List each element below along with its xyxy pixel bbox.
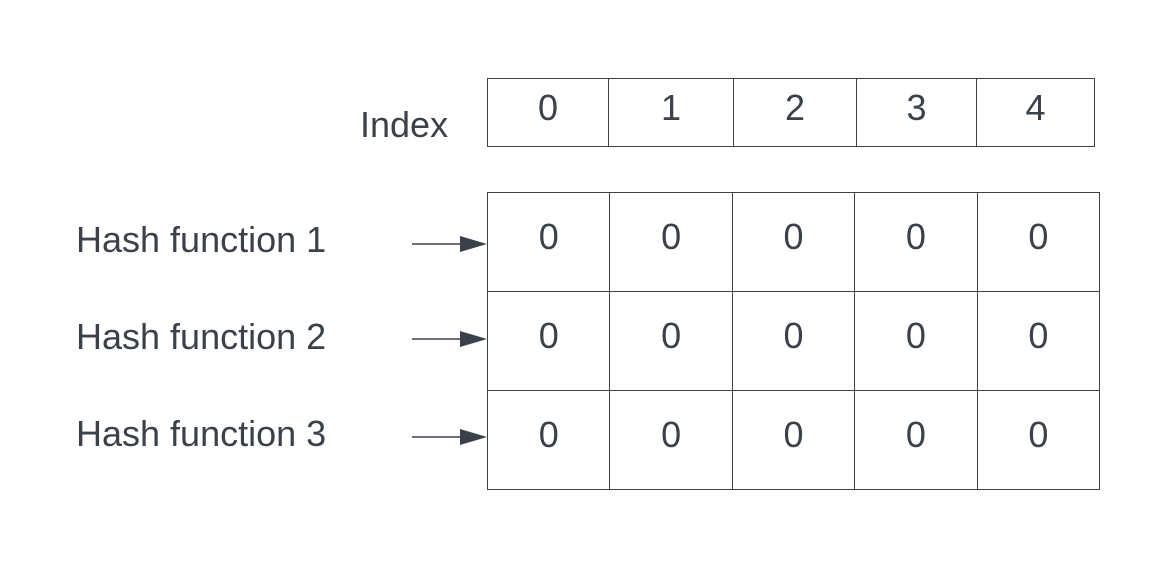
- arrow-head-3: [460, 429, 487, 445]
- index-cell-4: 4: [1025, 86, 1046, 128]
- grid-cell: 0: [855, 292, 978, 390]
- arrow-head-1: [460, 236, 487, 252]
- grid-row-3: 0 0 0 0 0: [488, 391, 1099, 489]
- grid-cell: 0: [855, 391, 978, 489]
- grid-cell: 0: [488, 193, 611, 291]
- grid-cell: 0: [488, 391, 611, 489]
- grid-cell: 0: [733, 193, 856, 291]
- grid-cell: 0: [733, 391, 856, 489]
- index-cell-1: 1: [609, 79, 734, 146]
- index-cell-0: 0: [488, 79, 609, 146]
- grid-cell: 0: [488, 292, 611, 390]
- index-cell-2: 2: [734, 79, 857, 146]
- grid-cell: 0: [1028, 216, 1049, 257]
- arrow-2: [412, 331, 487, 347]
- arrow-1: [412, 236, 487, 252]
- grid-cell: 0: [610, 292, 733, 390]
- arrow-3: [412, 429, 487, 445]
- hash-function-label-1: Hash function 1: [76, 219, 327, 260]
- hash-function-label-3: Hash function 3: [76, 413, 327, 454]
- index-cell-3: 3: [857, 79, 977, 146]
- index-row: 0 1 2 3 4: [487, 78, 1095, 147]
- arrow-head-2: [460, 331, 487, 347]
- bit-grid: 0 0 0 0 0 0 0 0 0 0 0 0 0 0 0: [487, 192, 1100, 490]
- grid-cell: 0: [610, 193, 733, 291]
- grid-row-1: 0 0 0 0 0: [488, 193, 1099, 292]
- grid-row-2: 0 0 0 0 0: [488, 292, 1099, 391]
- grid-cell: 0: [733, 292, 856, 390]
- index-label: Index: [360, 104, 449, 145]
- hash-function-label-2: Hash function 2: [76, 316, 327, 357]
- grid-cell: 0: [855, 193, 978, 291]
- grid-cell: 0: [1028, 315, 1049, 356]
- grid-cell: 0: [610, 391, 733, 489]
- grid-cell: 0: [1028, 414, 1049, 455]
